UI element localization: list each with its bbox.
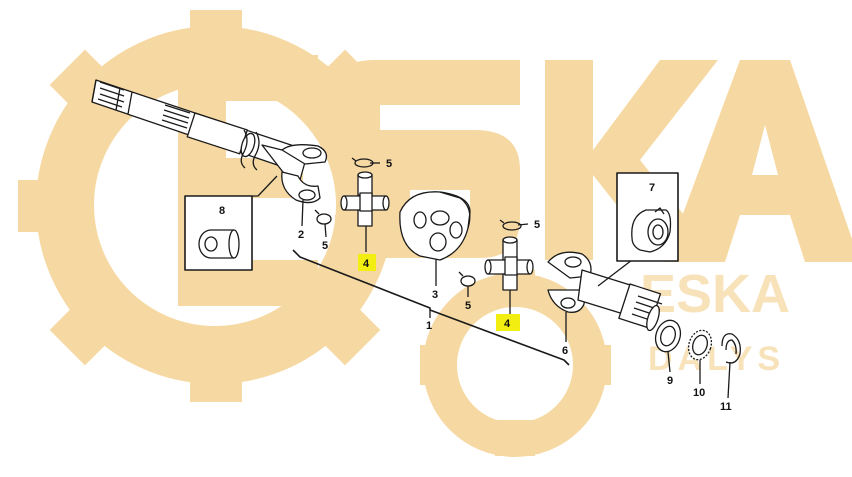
callout-5-right-low: 5 bbox=[465, 300, 471, 312]
callout-4-right: 4 bbox=[504, 318, 511, 330]
callout-2: 2 bbox=[298, 229, 304, 241]
callout-5-left-low: 5 bbox=[322, 240, 328, 252]
highlight-4-right bbox=[496, 314, 520, 331]
callout-8: 8 bbox=[219, 205, 225, 217]
part-7-box bbox=[616, 172, 679, 262]
snap-ring-right-high bbox=[499, 219, 529, 231]
highlight-4-left bbox=[358, 254, 376, 271]
leader-8 bbox=[252, 175, 278, 197]
callout-5-left-high: 5 bbox=[386, 158, 392, 170]
snap-ring-left-low bbox=[314, 209, 332, 225]
washer-9 bbox=[654, 319, 682, 353]
callout-9: 9 bbox=[667, 375, 673, 387]
callout-1: 1 bbox=[426, 320, 432, 332]
part-8-box bbox=[184, 195, 253, 271]
bracket-1 bbox=[292, 249, 570, 366]
cross-left bbox=[340, 171, 390, 227]
callout-5-right-high: 5 bbox=[534, 219, 540, 231]
right-yoke bbox=[547, 251, 663, 332]
leaders bbox=[301, 199, 731, 399]
callout-6: 6 bbox=[562, 345, 568, 357]
callout-3: 3 bbox=[432, 289, 438, 301]
line-art bbox=[91, 79, 741, 399]
callout-7: 7 bbox=[649, 182, 655, 194]
leader-7 bbox=[597, 259, 633, 287]
watermark-letter-s bbox=[330, 60, 520, 258]
callout-10: 10 bbox=[693, 387, 705, 399]
cross-right bbox=[484, 236, 534, 291]
watermark-letter-a bbox=[665, 60, 852, 262]
left-yoke bbox=[261, 144, 328, 204]
watermark-small-brand: ESKA bbox=[640, 264, 790, 324]
washer-10 bbox=[687, 329, 713, 361]
center-coupling bbox=[399, 191, 471, 261]
callouts: 1 2 3 4 4 5 5 5 5 6 7 8 9 10 11 bbox=[219, 158, 732, 413]
callout-4-left: 4 bbox=[363, 258, 370, 270]
snap-ring-11 bbox=[721, 333, 741, 364]
callout-11: 11 bbox=[720, 401, 732, 413]
snap-ring-left-high bbox=[351, 157, 380, 168]
